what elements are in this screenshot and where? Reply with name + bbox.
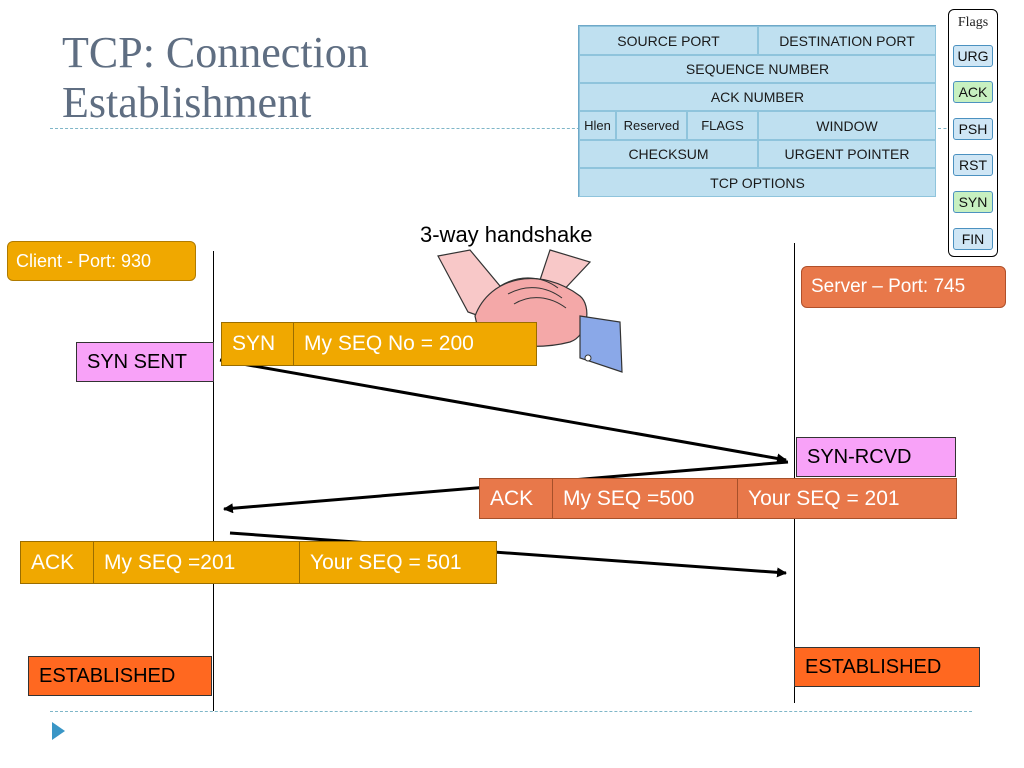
synack-message-ack: Your SEQ = 201 — [748, 486, 900, 510]
ack-message: ACK My SEQ =201 Your SEQ = 501 — [20, 541, 497, 584]
header-tcp-options: TCP OPTIONS — [579, 168, 936, 197]
flag-syn: SYN — [953, 191, 993, 213]
header-source-port: SOURCE PORT — [579, 26, 758, 55]
title-divider — [50, 128, 605, 129]
bullet-triangle-icon — [52, 722, 65, 740]
state-syn-rcvd: SYN-RCVD — [796, 437, 956, 477]
synack-message-seq: My SEQ =500 — [553, 479, 738, 518]
flag-fin: FIN — [953, 228, 993, 250]
header-sequence-number: SEQUENCE NUMBER — [579, 55, 936, 83]
header-destination-port: DESTINATION PORT — [758, 26, 936, 55]
ack-message-seq: My SEQ =201 — [94, 542, 300, 583]
syn-message: SYN My SEQ No = 200 — [221, 322, 537, 366]
header-ack-number: ACK NUMBER — [579, 83, 936, 111]
tcp-header-diagram: SOURCE PORT DESTINATION PORT SEQUENCE NU… — [578, 25, 936, 197]
client-state-established: ESTABLISHED — [28, 656, 212, 696]
client-endpoint: Client - Port: 930 — [7, 241, 196, 281]
header-reserved: Reserved — [616, 111, 687, 140]
slide-title: TCP: Connection Establishment — [62, 28, 542, 128]
server-state-established: ESTABLISHED — [794, 647, 980, 687]
title-divider-right — [938, 128, 952, 129]
synack-message: ACK My SEQ =500 Your SEQ = 201 — [479, 478, 957, 519]
header-urgent-pointer: URGENT POINTER — [758, 140, 936, 168]
handshake-label: 3-way handshake — [420, 222, 593, 247]
server-endpoint: Server – Port: 745 — [801, 266, 1006, 308]
synack-message-flag: ACK — [480, 479, 553, 518]
flag-ack: ACK — [953, 81, 993, 103]
header-window: WINDOW — [758, 111, 936, 140]
header-hlen: Hlen — [579, 111, 616, 140]
syn-arrow — [219, 358, 787, 464]
slide-title-line-2: Establishment — [62, 78, 312, 127]
footer-divider — [50, 711, 972, 712]
flags-title: Flags — [957, 15, 989, 30]
header-checksum: CHECKSUM — [579, 140, 758, 168]
ack-arrow — [229, 531, 787, 578]
state-syn-sent: SYN SENT — [76, 342, 214, 382]
header-flags: FLAGS — [687, 111, 758, 140]
client-timeline — [213, 251, 214, 711]
flag-psh: PSH — [953, 118, 993, 140]
flag-rst: RST — [953, 154, 993, 176]
syn-message-seq: My SEQ No = 200 — [304, 332, 474, 355]
syn-message-flag: SYN — [222, 323, 294, 365]
slide-title-line-1: TCP: Connection — [62, 28, 369, 77]
ack-message-flag: ACK — [21, 542, 94, 583]
server-timeline — [794, 243, 795, 703]
flag-urg: URG — [953, 45, 993, 67]
ack-message-ack: Your SEQ = 501 — [310, 550, 462, 574]
